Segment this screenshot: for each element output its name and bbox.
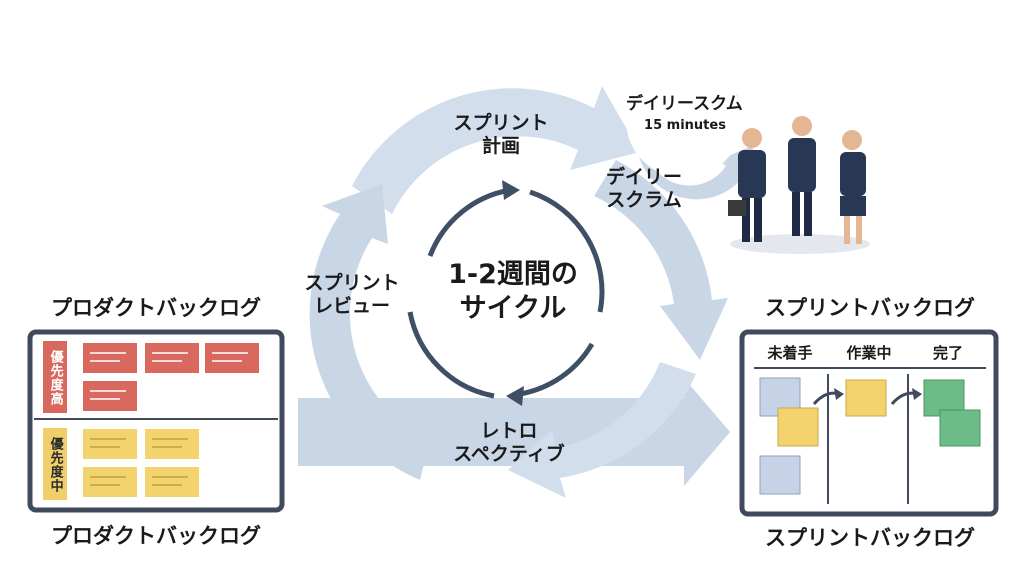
sprint-review-label: スプリント レビュー [304, 272, 400, 317]
board-notes [759, 377, 981, 495]
board-column-done: 完了 [932, 344, 963, 362]
sprint-cycle-ring [309, 86, 728, 498]
priority-high-tag [43, 341, 67, 413]
board-column-in-progress: 作業中 [846, 344, 892, 362]
mid-priority-notes [83, 429, 199, 497]
inner-arrowhead-top [502, 180, 520, 200]
product-backlog-title: プロダクトバックログ [51, 296, 261, 320]
daily-scrum-minutes: 15 minutes [644, 118, 726, 133]
sprint-backlog-frame [739, 329, 999, 517]
high-priority-notes [83, 343, 259, 411]
daily-scrum-loop [636, 79, 764, 200]
product-backlog-caption: プロダクトバックログ [51, 524, 261, 548]
sprint-backlog-title: スプリントバックログ [765, 296, 975, 320]
priority-high-label: 優先度高 [47, 350, 63, 406]
sprint-planning-label: スプリント 計画 [453, 112, 549, 157]
product-backlog-frame [27, 329, 285, 513]
cycle-center-label: 1-2週間の サイクル [448, 259, 578, 324]
retrospective-label: レトロ スペクティブ [453, 420, 565, 465]
board-arrowhead-1 [834, 388, 844, 400]
sprint-backlog-caption: スプリントバックログ [765, 526, 975, 550]
inner-arrowhead-bottom [506, 386, 524, 406]
daily-scrum-label: デイリー スクラム [605, 166, 682, 211]
board-column-todo: 未着手 [767, 344, 813, 362]
note-lines [90, 352, 248, 400]
board-arrowhead-2 [912, 388, 922, 400]
daily-scrum-people [728, 116, 870, 254]
note-lines-mid [90, 438, 188, 486]
priority-mid-tag [43, 428, 67, 500]
priority-mid-label: 優先度中 [47, 437, 63, 493]
daily-scrum-bubble-label: デイリースクム [626, 94, 743, 114]
daily-scrum-bubble [626, 62, 742, 178]
inner-cycle-arrows [407, 187, 605, 399]
